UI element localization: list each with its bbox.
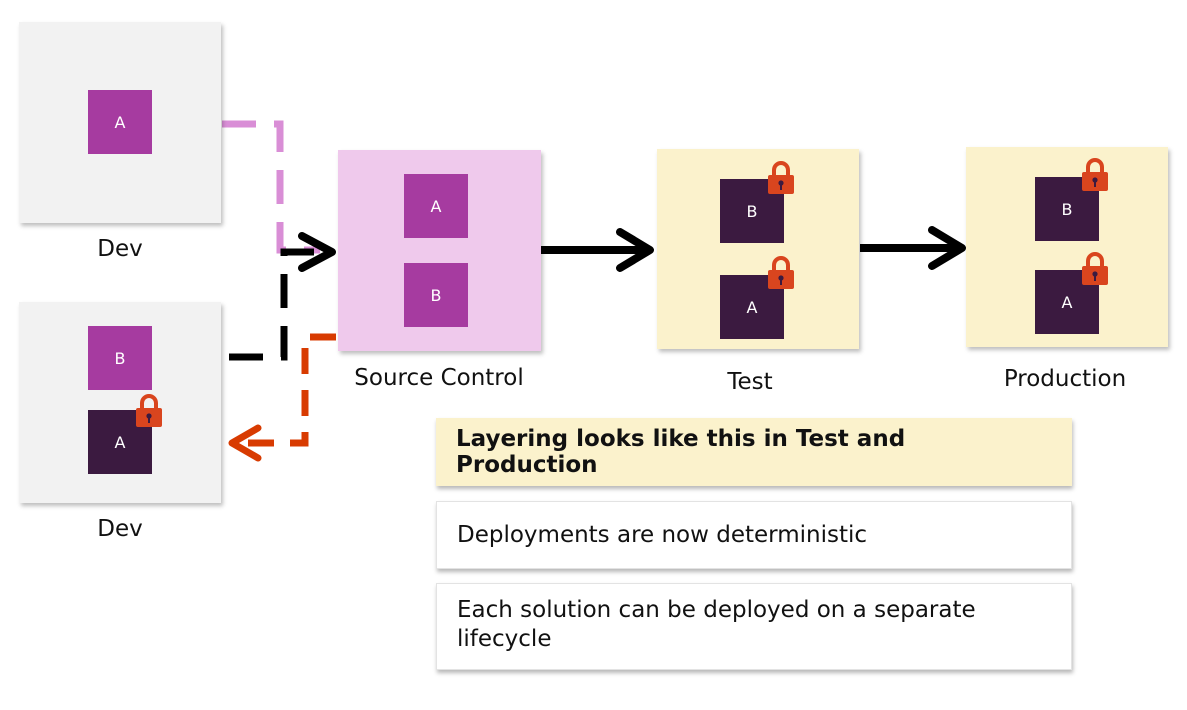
note-text-2: Each solution can be deployed on a separ… [457,597,976,652]
test-environment: B A [657,149,859,349]
padlock-icon [134,393,164,429]
padlock-icon [766,255,796,291]
dev-top-label: Dev [97,236,143,262]
solution-a-tile: A [404,174,468,238]
source-control-label: Source Control [354,365,524,391]
production-environment: B A [966,147,1168,347]
dev-b-to-source-connector [229,248,320,361]
arrow-head-icon [298,232,336,272]
notes-heading-box: Layering looks like this in Test and Pro… [436,418,1072,486]
note-box-1: Deployments are now deterministic [436,501,1072,569]
note-text-1: Deployments are now deterministic [457,522,868,548]
solution-b-tile: B [88,326,152,390]
arrow-head-icon [228,424,262,462]
source-to-dev-return-connector [240,333,336,447]
solution-a-tile: A [88,90,152,154]
arrow-head-icon [616,228,654,272]
dev-environment-bottom: B A [19,302,221,503]
padlock-icon [1080,157,1110,193]
padlock-icon [1080,251,1110,287]
test-label: Test [727,369,773,395]
solution-b-tile: B [404,263,468,327]
notes-heading: Layering looks like this in Test and Pro… [456,426,906,478]
production-label: Production [1003,366,1127,392]
source-control-environment: A B [338,150,541,351]
dev-a-to-source-connector [222,120,320,254]
dev-environment-top: A [19,22,221,223]
arrow-head-icon [928,226,966,270]
dev-bottom-label: Dev [97,516,143,542]
padlock-icon [766,160,796,196]
note-box-2: Each solution can be deployed on a separ… [436,583,1072,670]
